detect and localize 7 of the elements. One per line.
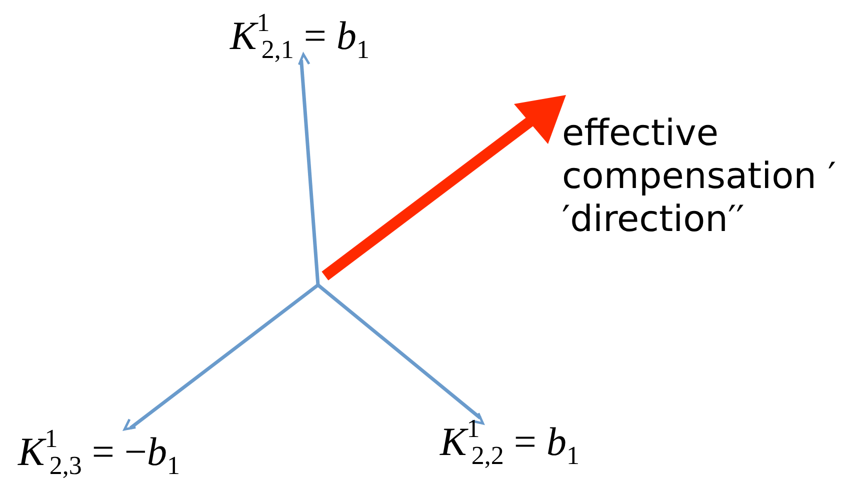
formula-label: K$^{1}$$_{2,2}$ = b$_{1}$ [434,418,586,466]
formula-label: K$^{1}$$_{2,3}$ = −b$_{1}$ [12,428,186,476]
arrow [316,284,484,424]
arrow [298,54,320,286]
formula-label: K$^{1}$$_{2,1}$ = b$_{1}$ [224,12,376,60]
annotation-text: effective compensation ′′direction′′ [562,112,838,242]
arrow [124,284,320,430]
